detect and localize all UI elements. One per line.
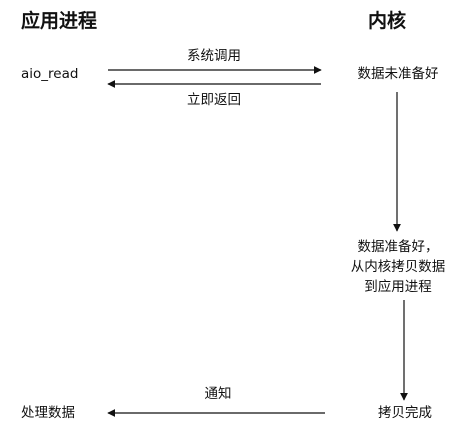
label-data-ready: 数据准备好， 从内核拷贝数据 到应用进程	[351, 237, 446, 297]
header-app-process: 应用进程	[21, 10, 98, 32]
label-data-ready-line-1: 数据准备好，	[357, 239, 439, 255]
header-kernel: 内核	[368, 10, 407, 32]
label-system-call: 系统调用	[187, 48, 241, 64]
label-data-ready-line-3: 到应用进程	[364, 279, 432, 295]
label-notify: 通知	[204, 386, 232, 402]
label-data-not-ready: 数据未准备好	[357, 66, 439, 82]
label-return-immediately: 立即返回	[187, 92, 241, 108]
label-copy-complete: 拷贝完成	[378, 405, 432, 421]
label-process-data: 处理数据	[21, 405, 75, 421]
label-aio-read: aio_read	[21, 66, 79, 82]
label-data-ready-line-2: 从内核拷贝数据	[350, 259, 446, 275]
